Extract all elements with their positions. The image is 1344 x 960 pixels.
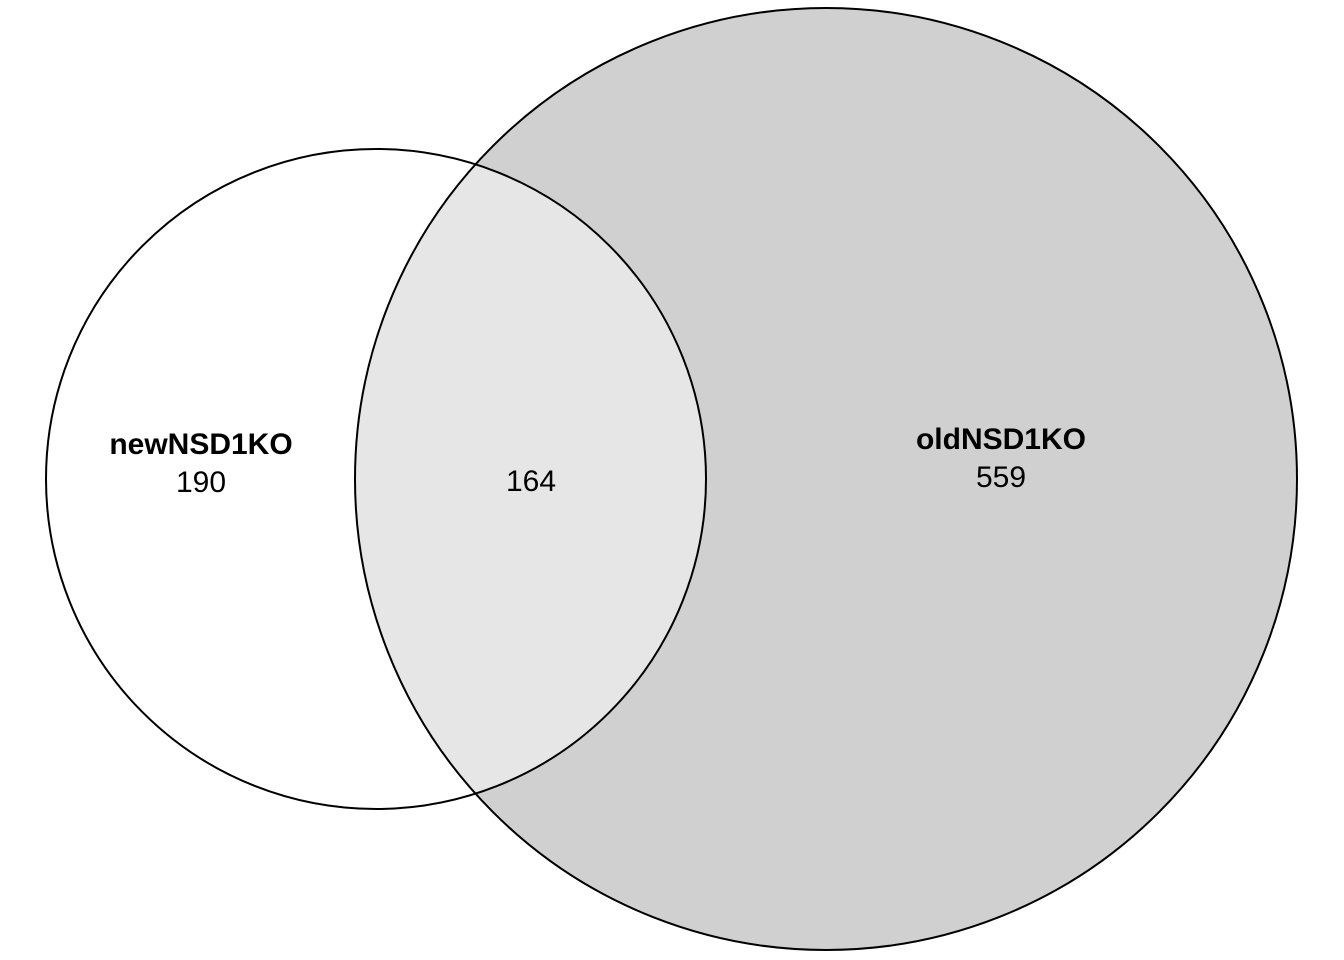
set-a-label: newNSD1KO [109,428,292,461]
set-b-label: oldNSD1KO [916,423,1086,456]
intersection-region [355,149,706,809]
set-a-only-count: 190 [176,466,226,499]
intersection-count: 164 [506,465,556,498]
set-b-circle-outline [354,7,1298,951]
set-a-circle [45,148,707,810]
set-b-only-count: 559 [976,461,1026,494]
